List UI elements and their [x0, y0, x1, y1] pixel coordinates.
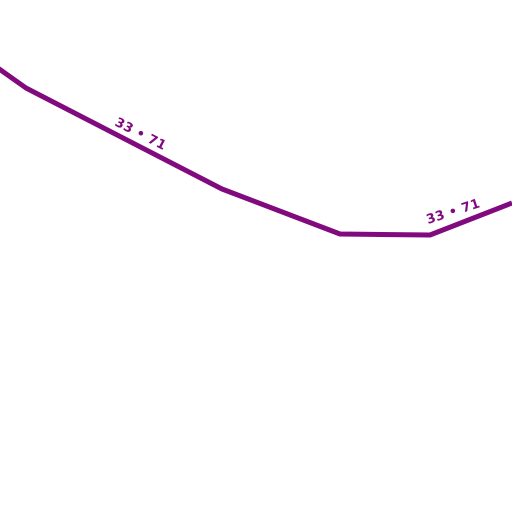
bus-route-line[interactable] — [0, 66, 512, 238]
